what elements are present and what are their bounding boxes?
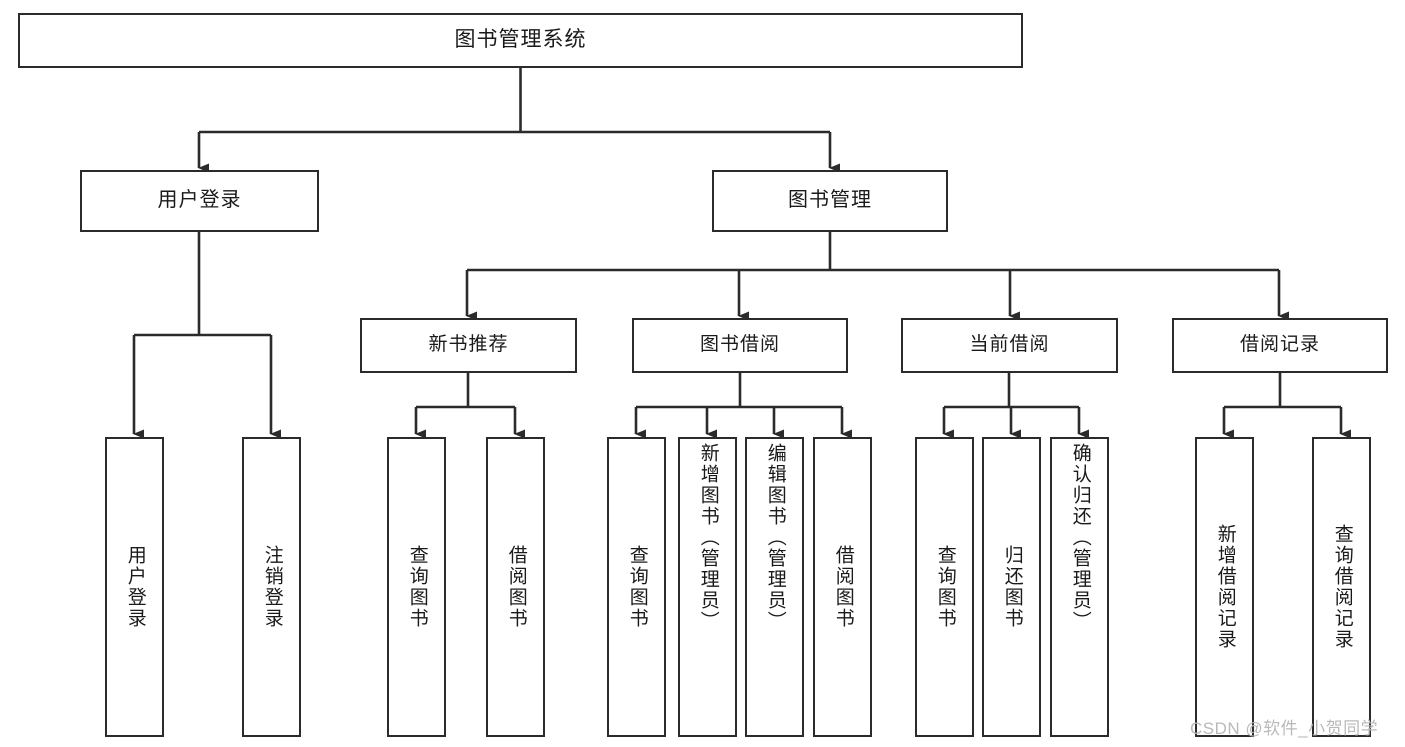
node-label: 新书推荐 xyxy=(428,334,509,356)
node-label: 当前借阅 xyxy=(969,334,1050,356)
leaf-borrow-record-add[interactable]: 新增借阅记录 xyxy=(1195,437,1254,737)
leaf-user-login-signout[interactable]: 注销登录 xyxy=(242,437,301,737)
csdn-watermark: CSDN @软件_小贺同学 xyxy=(1190,719,1379,738)
leaf-label: 用户登录 xyxy=(124,545,146,629)
node-new-book-recommend[interactable]: 新书推荐 xyxy=(360,318,577,373)
leaf-label: 新增图书（管理员） xyxy=(697,443,719,632)
leaf-current-borrow-confirm-return[interactable]: 确认归还（管理员） xyxy=(1050,437,1109,737)
leaf-label: 查询图书 xyxy=(406,545,428,629)
leaf-book-borrow-add[interactable]: 新增图书（管理员） xyxy=(678,437,737,737)
node-book-borrow[interactable]: 图书借阅 xyxy=(632,318,848,373)
leaf-current-borrow-query[interactable]: 查询图书 xyxy=(915,437,974,737)
node-label: 图书管理系统 xyxy=(454,28,587,52)
node-book-management-system[interactable]: 图书管理系统 xyxy=(18,13,1023,68)
node-user-login[interactable]: 用户登录 xyxy=(80,170,319,232)
leaf-label: 注销登录 xyxy=(261,545,283,629)
leaf-current-borrow-return[interactable]: 归还图书 xyxy=(982,437,1041,737)
node-current-borrow[interactable]: 当前借阅 xyxy=(901,318,1118,373)
leaf-label: 借阅图书 xyxy=(505,545,527,629)
leaf-label: 借阅图书 xyxy=(832,545,854,629)
leaf-label: 查询借阅记录 xyxy=(1331,524,1353,650)
node-label: 借阅记录 xyxy=(1239,334,1320,356)
node-borrow-record[interactable]: 借阅记录 xyxy=(1172,318,1388,373)
leaf-label: 编辑图书（管理员） xyxy=(764,443,786,632)
leaf-book-borrow-query[interactable]: 查询图书 xyxy=(607,437,666,737)
node-label: 图书管理 xyxy=(788,189,872,212)
leaf-label: 查询图书 xyxy=(626,545,648,629)
node-label: 图书借阅 xyxy=(699,334,780,356)
leaf-book-borrow-edit[interactable]: 编辑图书（管理员） xyxy=(745,437,804,737)
leaf-new-book-query[interactable]: 查询图书 xyxy=(387,437,446,737)
node-book-management[interactable]: 图书管理 xyxy=(712,170,948,232)
leaf-label: 归还图书 xyxy=(1001,545,1023,629)
leaf-book-borrow-borrow[interactable]: 借阅图书 xyxy=(813,437,872,737)
leaf-borrow-record-query[interactable]: 查询借阅记录 xyxy=(1312,437,1371,737)
leaf-label: 确认归还（管理员） xyxy=(1069,443,1091,632)
leaf-new-book-borrow[interactable]: 借阅图书 xyxy=(486,437,545,737)
node-label: 用户登录 xyxy=(157,189,242,212)
leaf-label: 新增借阅记录 xyxy=(1214,524,1236,650)
leaf-user-login-signin[interactable]: 用户登录 xyxy=(105,437,164,737)
leaf-label: 查询图书 xyxy=(934,545,956,629)
